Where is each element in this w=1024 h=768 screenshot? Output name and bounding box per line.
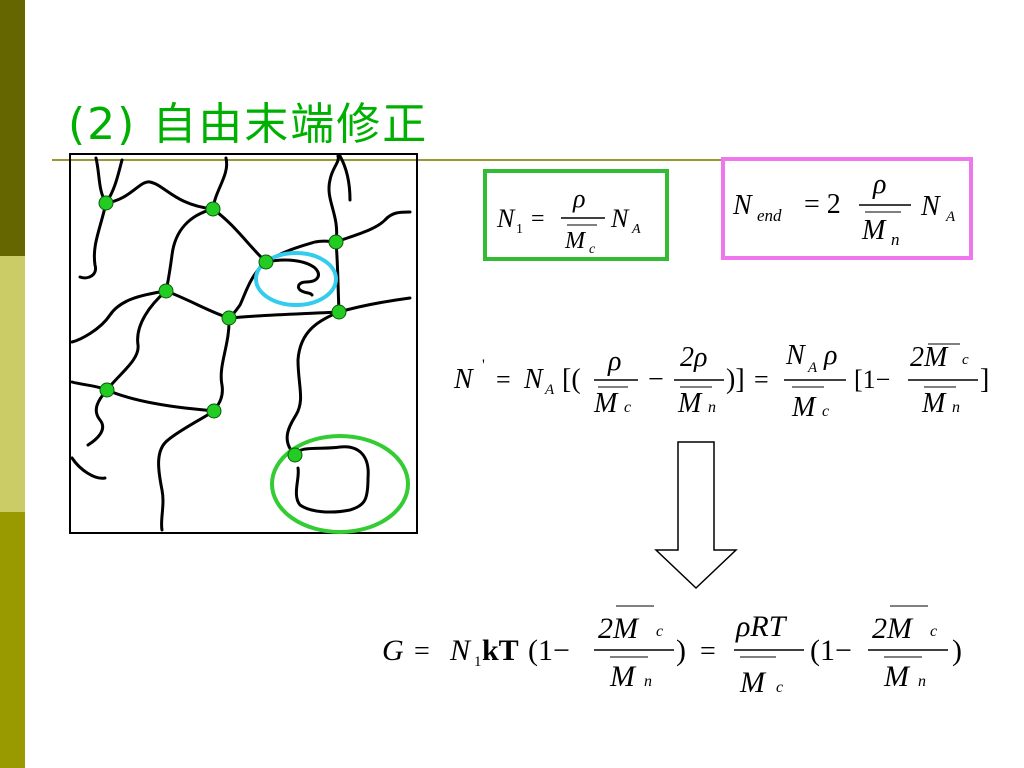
math-eq4-f3_den_sub: n — [918, 673, 926, 690]
equation-n-end-box — [721, 157, 973, 260]
math-eq2-den: M — [861, 215, 887, 246]
closed-loop-marker — [270, 434, 410, 534]
math-eq1-den_sub: c — [589, 242, 596, 257]
network-frame — [69, 153, 418, 534]
math-eq3-na: N — [523, 364, 544, 395]
math-eq3-open: [( — [562, 364, 581, 395]
math-eq4-close2: ) — [952, 634, 962, 667]
math-eq3-eq2: = — [754, 365, 769, 394]
math-eq2-rhs: N — [920, 191, 941, 222]
crosslink-points — [98, 195, 347, 463]
math-eq3-f1_num: ρ — [607, 346, 621, 377]
math-eq4-f3_num: 2M — [872, 612, 914, 645]
math-eq3-f1_den: M — [593, 388, 619, 419]
slide-title: (2) 自由末端修正 — [68, 99, 429, 150]
math-eq1-eq: = — [531, 206, 545, 232]
math-eq3-close: )] — [726, 364, 745, 395]
math-eq3-f2_num: 2ρ — [680, 342, 707, 373]
math-eq3-f4_num_sub: c — [962, 352, 969, 368]
math-eq3-eq: = — [496, 365, 511, 394]
side-bar-middle — [0, 256, 25, 512]
math-eq1-rhs_sub: A — [631, 222, 641, 237]
math-eq3-f4_den: M — [921, 388, 947, 419]
math-eq2-num: ρ — [872, 169, 886, 200]
title-rule — [52, 159, 732, 161]
math-eq4-f2_den: M — [739, 666, 767, 698]
math-eq3-f1_den_sub: c — [624, 399, 631, 416]
math-eq1-lhs_sub: 1 — [516, 222, 523, 237]
math-eq4-f1_den: M — [609, 660, 637, 693]
math-eq1-num: ρ — [572, 184, 585, 213]
math-eq3-lhs: N — [453, 364, 474, 395]
math-eq4-eq2: = — [700, 636, 716, 667]
math-eq2-den_sub: n — [891, 230, 900, 249]
math-eq2-rhs_sub: A — [945, 209, 956, 225]
math-eq1-den: M — [564, 228, 587, 254]
math-eq4-f2_den_sub: c — [776, 679, 783, 696]
math-eq3-f3_den_sub: c — [822, 403, 829, 420]
math-eq4-f3_den: M — [883, 660, 911, 693]
down-arrow-icon — [654, 441, 738, 590]
math-eq4-f1_den_sub: n — [644, 673, 652, 690]
math-eq3-f3_num: N — [785, 340, 806, 371]
math-eq1-lhs: N — [496, 204, 516, 233]
free-end-loop-marker — [254, 251, 338, 307]
math-eq3-f2_den: M — [677, 388, 703, 419]
equation-n-prime: N ' = N A [( ρ M c − 2ρ M n )] = N A ρ M… — [453, 340, 989, 423]
math-eq4-close: ) — [676, 634, 686, 667]
math-eq3-bracket: [1− — [854, 365, 890, 394]
math-eq2-lhs_sub: end — [757, 206, 782, 225]
equation-n-end: N end = 2 ρ M n N A — [721, 157, 973, 260]
math-eq4-f2_num: ρRT — [735, 610, 788, 643]
math-eq3-minus: − — [648, 364, 664, 395]
math-eq3-end: ] — [980, 364, 989, 395]
side-bar-top — [0, 0, 25, 256]
math-eq4-kt: kT — [482, 634, 519, 667]
math-eq4-open2: (1− — [810, 634, 852, 667]
equation-n1: N 1 = ρ M c N A — [483, 169, 669, 261]
math-eq4-n1_sub: 1 — [474, 654, 482, 670]
math-eq2-eq: = 2 — [804, 189, 841, 220]
math-eq4-f1_num_sub: c — [656, 623, 663, 640]
math-eq3-f4_den_sub: n — [952, 399, 960, 416]
math-eq3-f3_den: M — [791, 392, 817, 423]
math-eq4-open: (1− — [528, 634, 570, 667]
math-eq4-n1: N — [449, 634, 472, 667]
math-eq4-eq: = — [414, 636, 430, 667]
math-eq3-f2_den_sub: n — [708, 399, 716, 416]
side-bar-bottom — [0, 512, 25, 768]
math-eq4-lhs: G — [382, 634, 404, 667]
math-eq4-f1_num: 2M — [598, 612, 640, 645]
network-chains — [70, 154, 412, 532]
math-eq1-rhs: N — [610, 204, 630, 233]
math-eq3-f4_num: 2M — [910, 342, 949, 373]
math-eq3-f3_num_sub: A — [807, 360, 818, 376]
math-eq2-lhs: N — [732, 190, 753, 221]
math-eq3-na_sub: A — [544, 382, 555, 398]
math-eq4-f3_num_sub: c — [930, 623, 937, 640]
math-eq3-prime: ' — [482, 357, 485, 374]
equation-n1-box — [483, 169, 669, 261]
math-eq3-f3_num_rho: ρ — [823, 340, 837, 371]
equation-g: G = N 1 kT (1− 2M c M n ) = ρRT M c (1− … — [382, 605, 962, 698]
